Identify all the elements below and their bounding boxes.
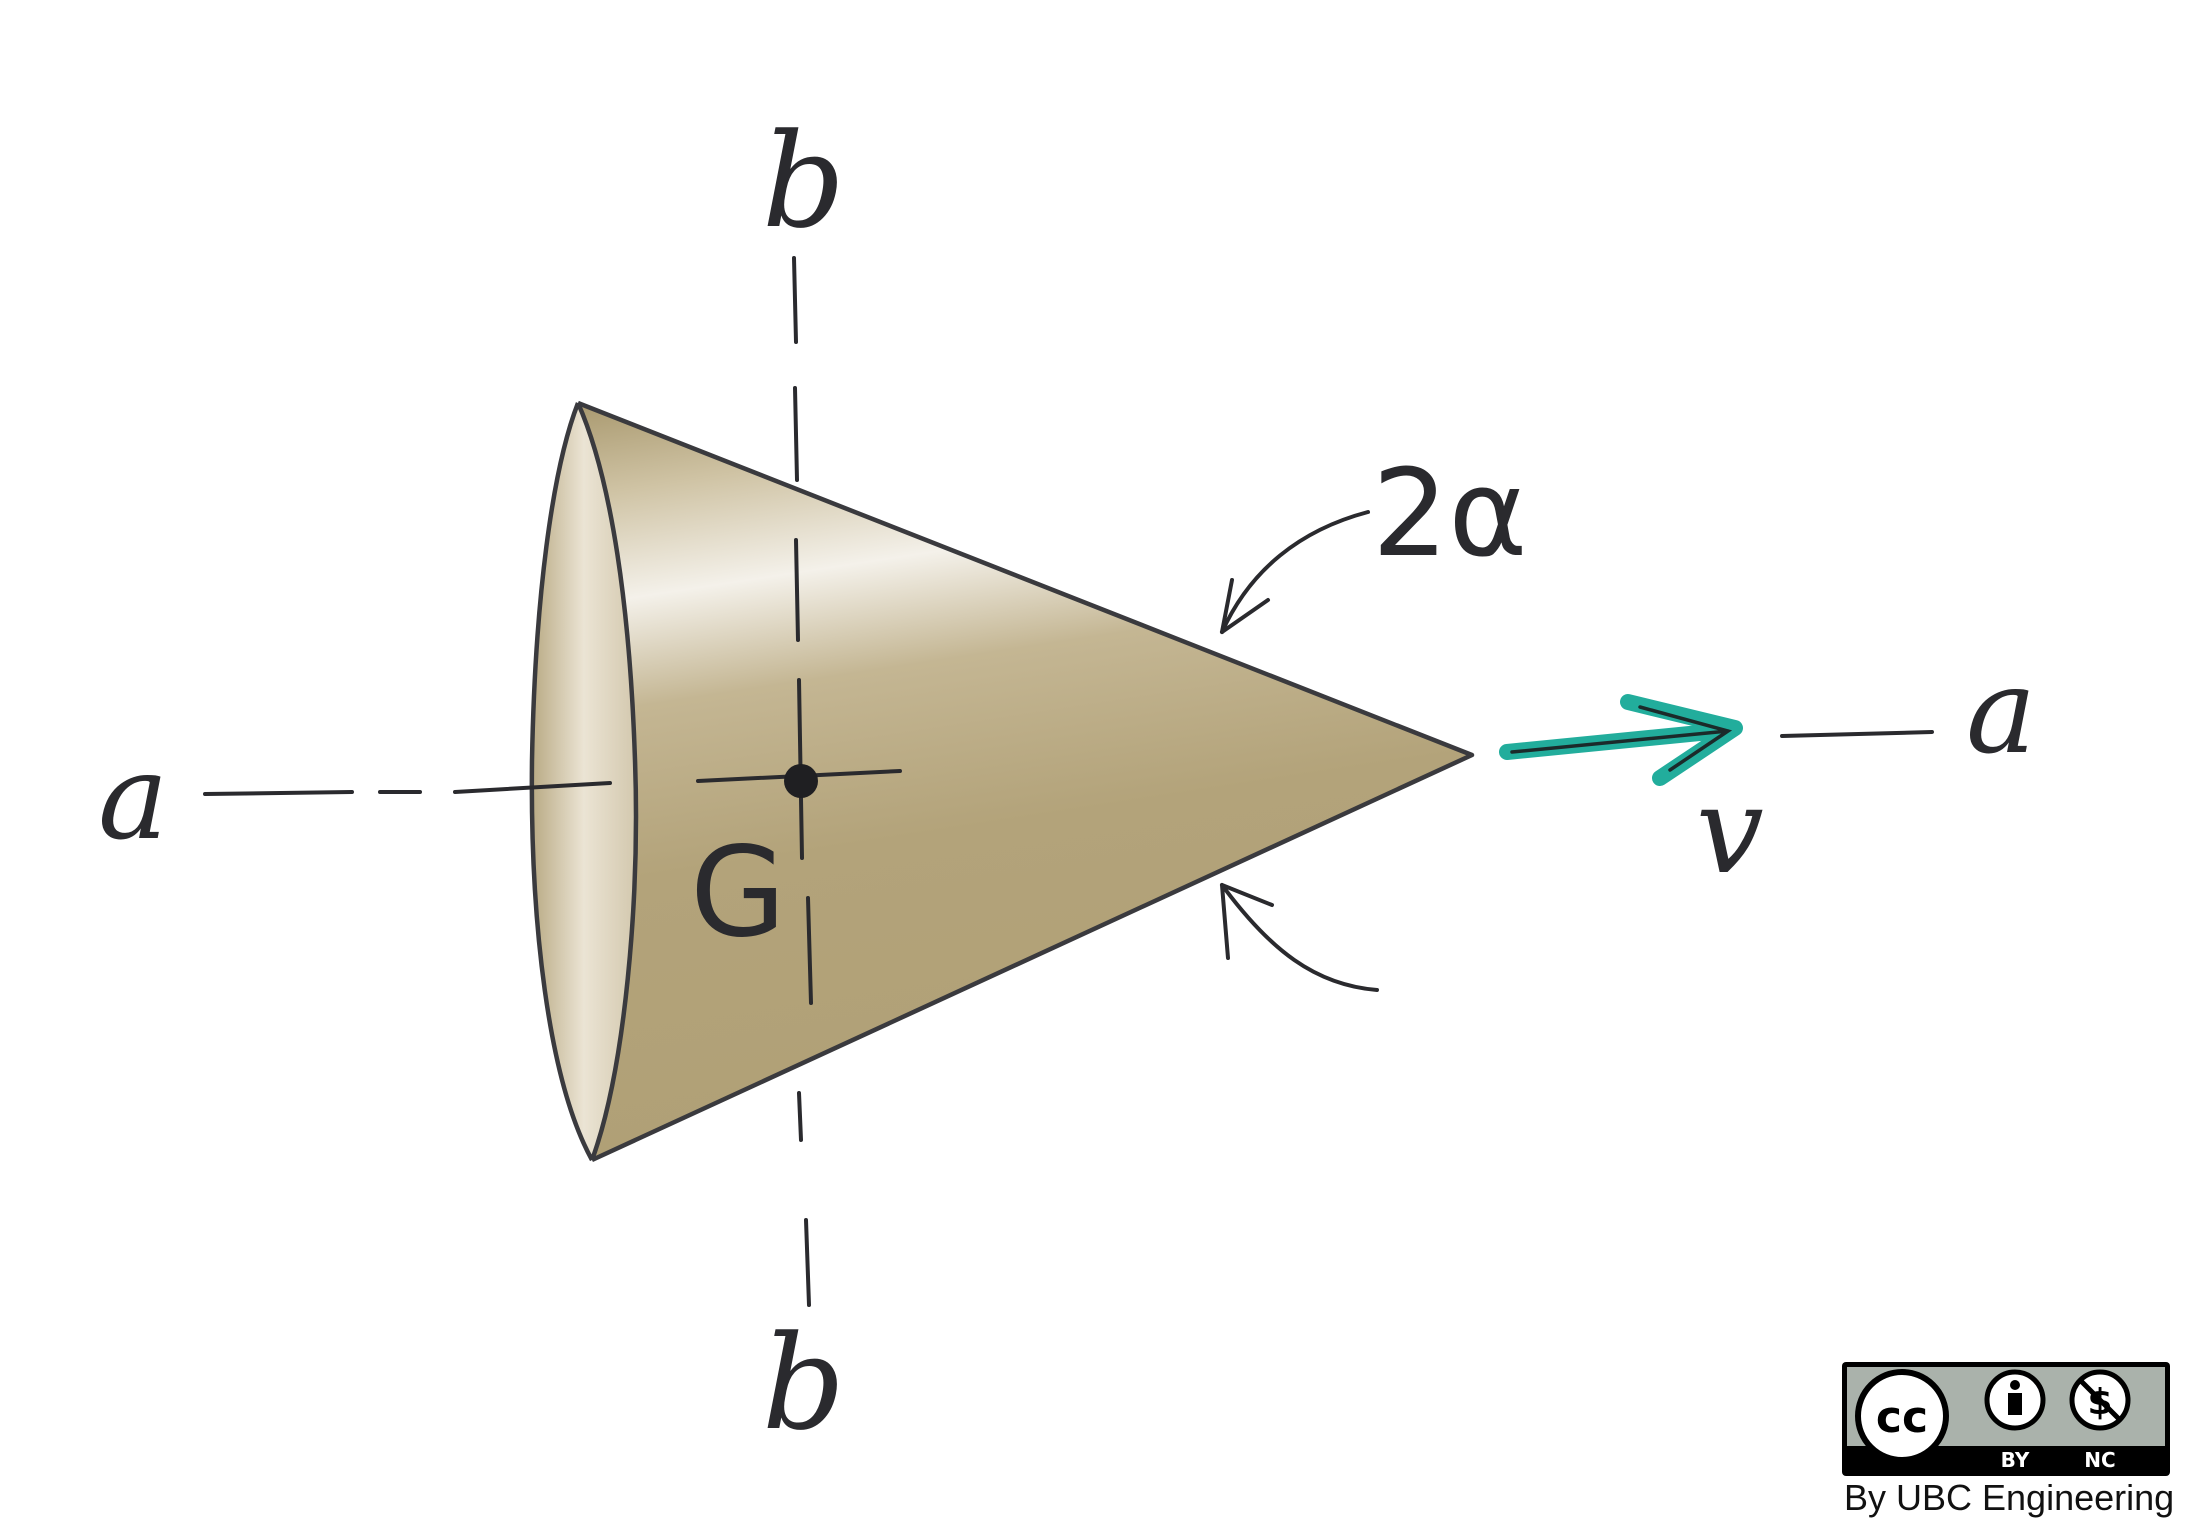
license-nc-text: NC (2084, 1448, 2115, 1472)
cc-icon: cc (1855, 1369, 1949, 1463)
angle-arrow-lower (1220, 883, 1379, 992)
license-badge: cc $ BY NC (1842, 1362, 2170, 1476)
axis-b-dashed-line (792, 256, 811, 1307)
license-credit: By UBC Engineering (1844, 1477, 2174, 1518)
cone-base-back-rim (529, 402, 594, 1162)
centroid-point (784, 764, 818, 798)
cone-open-base (531, 403, 636, 1160)
velocity-arrow (1499, 694, 1743, 786)
svg-text:cc: cc (1876, 1392, 1928, 1443)
label-axis-b-top: b (762, 105, 845, 257)
label-axis-b-bottom: b (762, 1307, 845, 1459)
license-by-text: BY (2001, 1448, 2030, 1472)
cone (529, 400, 1475, 1163)
label-cone-angle: 2α (1372, 445, 1527, 584)
nc-dollar-icon: $ (2069, 1369, 2131, 1431)
cone-outline (577, 400, 1475, 1163)
label-velocity: v (1696, 762, 1764, 901)
cone-base-front-rim (575, 402, 639, 1161)
label-centroid: G (690, 821, 786, 965)
by-person-icon (1984, 1369, 2046, 1431)
label-axis-a-right: a (1966, 642, 2036, 780)
label-axis-a-left: a (98, 728, 168, 866)
angle-arrow-upper (1220, 510, 1370, 634)
cone-body (578, 403, 1472, 1160)
